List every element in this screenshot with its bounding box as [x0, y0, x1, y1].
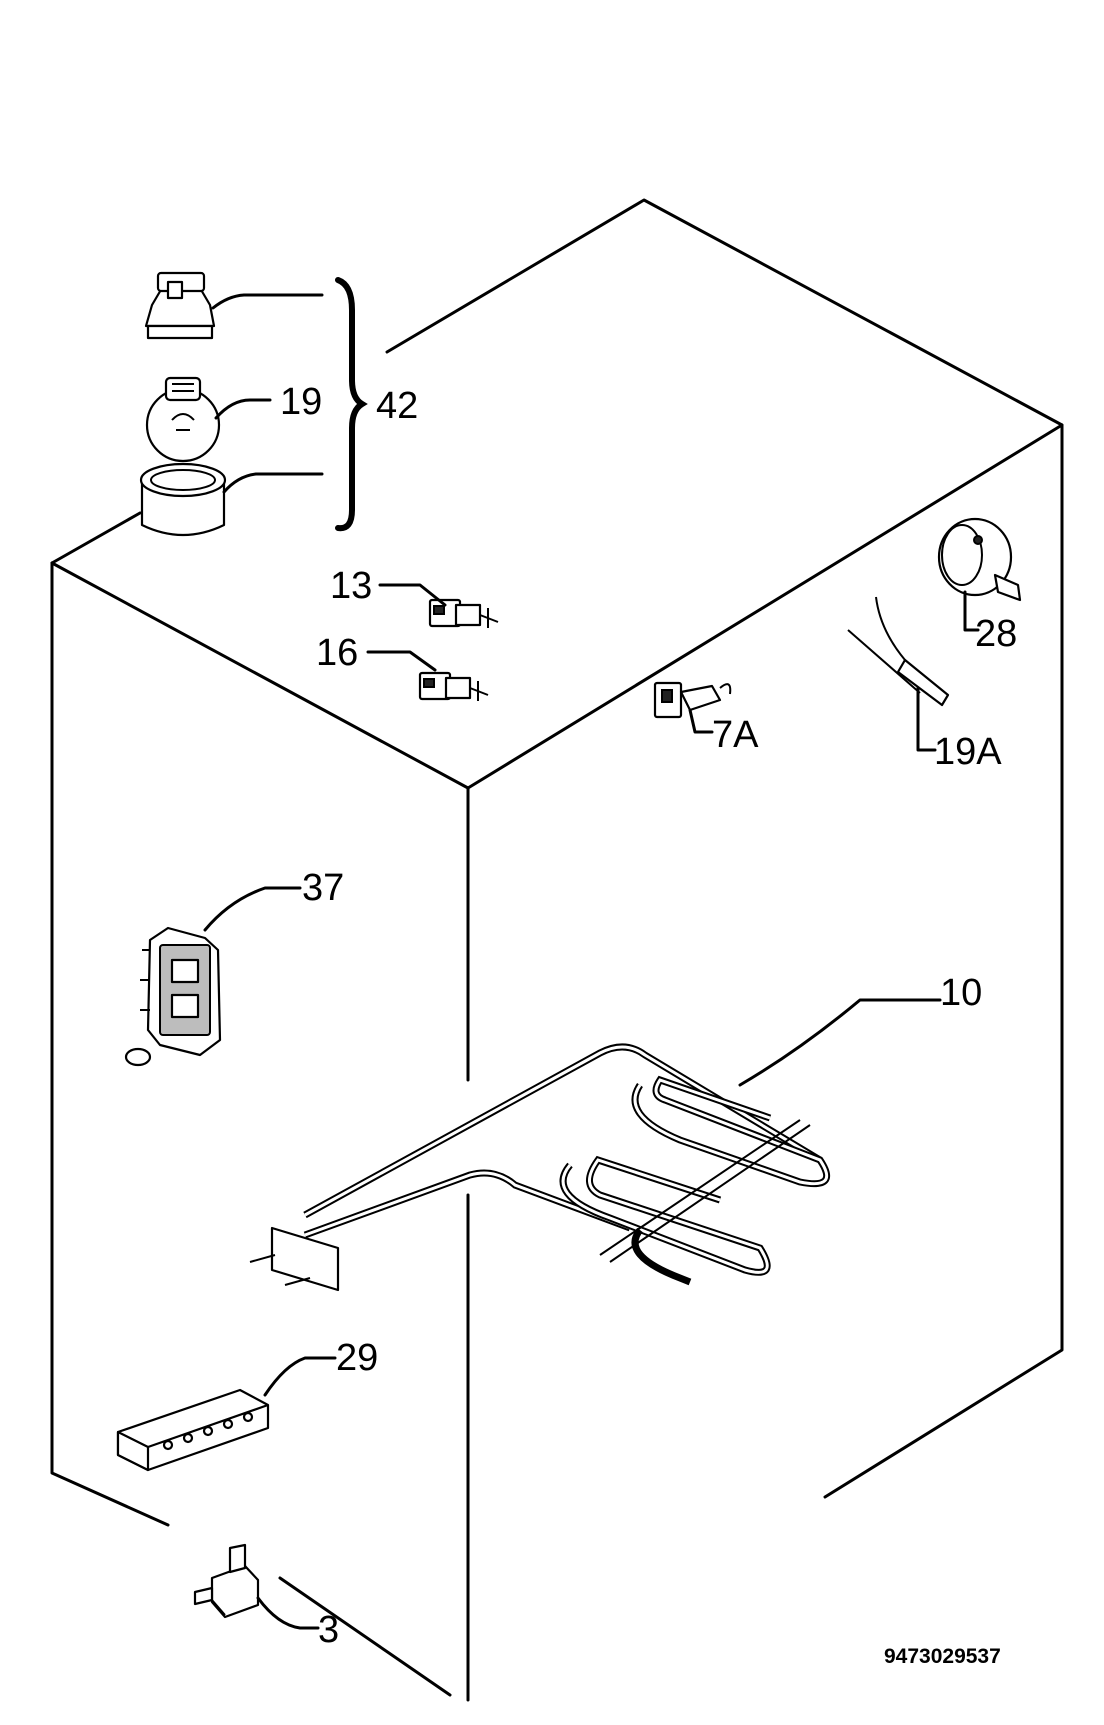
- grill-element-10-part: [249, 998, 942, 1292]
- callout-19-label: 19: [280, 381, 322, 423]
- switch-13-part: [378, 583, 499, 628]
- callout-28-label: 28: [975, 613, 1017, 655]
- callout-16-label: 16: [316, 632, 358, 674]
- door-switch-7a-part: [653, 681, 732, 734]
- callout-37-label: 37: [302, 867, 344, 909]
- thermostat-28-part: [937, 517, 1022, 632]
- bracket-37-part: [124, 886, 302, 1067]
- callout-7a-label: 7A: [712, 714, 759, 756]
- callout-10-label: 10: [940, 972, 982, 1014]
- callout-3-label: 3: [318, 1609, 339, 1651]
- lamp-holder-part: [144, 271, 324, 340]
- sensor-19a-part: [847, 596, 950, 752]
- switch-16-part: [366, 650, 489, 701]
- terminal-block-29-part: [116, 1356, 337, 1472]
- callout-19a-label: 19A: [934, 731, 1002, 773]
- document-number: 9473029537: [884, 1645, 1001, 1668]
- callout-42-label: 42: [376, 385, 418, 427]
- lamp-bulb-part: [145, 376, 272, 463]
- cabinet-outline: [50, 198, 1064, 1702]
- callout-42-brace: [335, 277, 368, 532]
- callout-29-label: 29: [336, 1337, 378, 1379]
- lamp-cover-part: [139, 462, 324, 537]
- callout-13-label: 13: [330, 565, 372, 607]
- connector-3-part: [193, 1543, 320, 1630]
